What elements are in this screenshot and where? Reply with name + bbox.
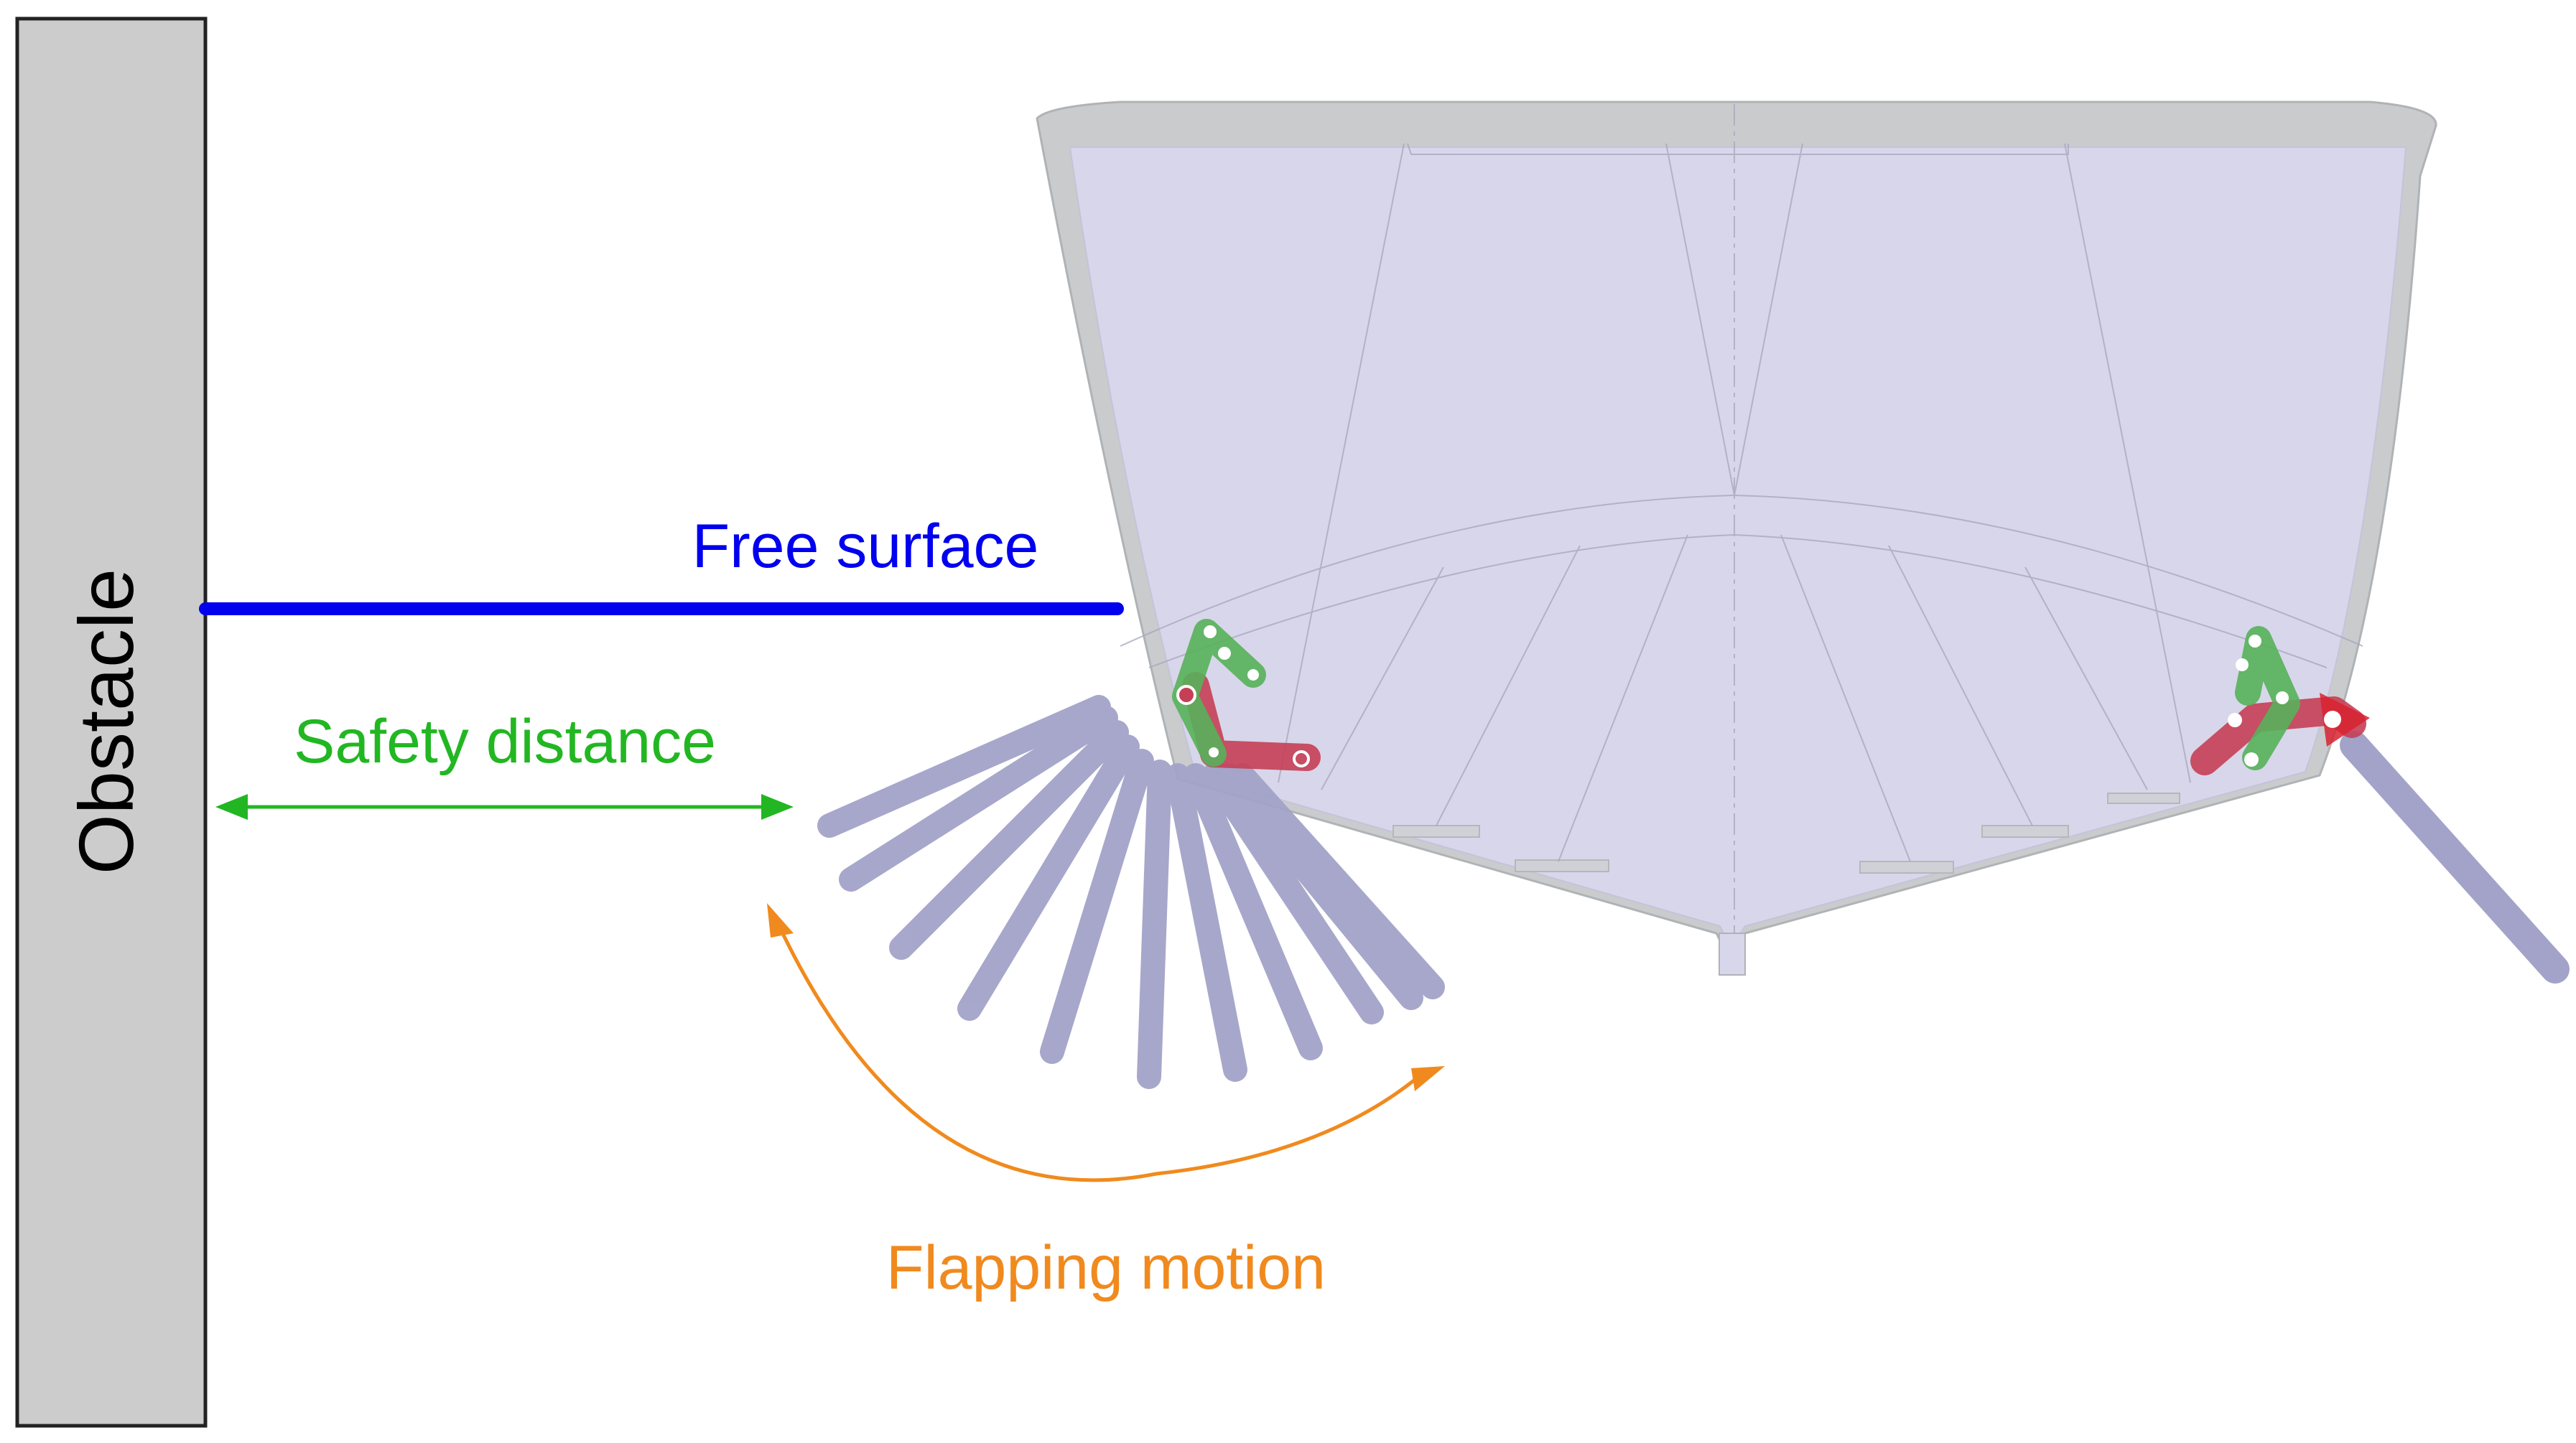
- hull-keel: [1719, 933, 1746, 976]
- flapping-motion: Flapping motion: [767, 903, 1445, 1302]
- right-fin: [2340, 731, 2570, 984]
- safety-distance-arrowhead-left: [215, 794, 248, 820]
- flapping-fin-fan: [817, 695, 1445, 1089]
- obstacle-wall: Obstacle: [15, 17, 208, 1428]
- safety-distance-label: Safety distance: [294, 707, 716, 776]
- flapping-motion-arrowhead-left: [767, 903, 794, 938]
- right-linkage: [2190, 626, 2370, 775]
- hull-strakes: [1392, 793, 2180, 874]
- left-linkage: [1172, 619, 1321, 771]
- hull-lines: [1120, 104, 2363, 933]
- flapping-motion-arrowhead-right: [1411, 1066, 1445, 1091]
- flapping-motion-arc: [777, 925, 1420, 1182]
- safety-distance: Safety distance: [215, 707, 794, 820]
- hull: [1036, 101, 2437, 976]
- obstacle-label: Obstacle: [62, 569, 149, 874]
- free-surface: Free surface: [199, 512, 1124, 615]
- safety-distance-arrowhead-right: [761, 794, 794, 820]
- flapping-motion-label: Flapping motion: [886, 1233, 1326, 1302]
- free-surface-label: Free surface: [692, 512, 1039, 581]
